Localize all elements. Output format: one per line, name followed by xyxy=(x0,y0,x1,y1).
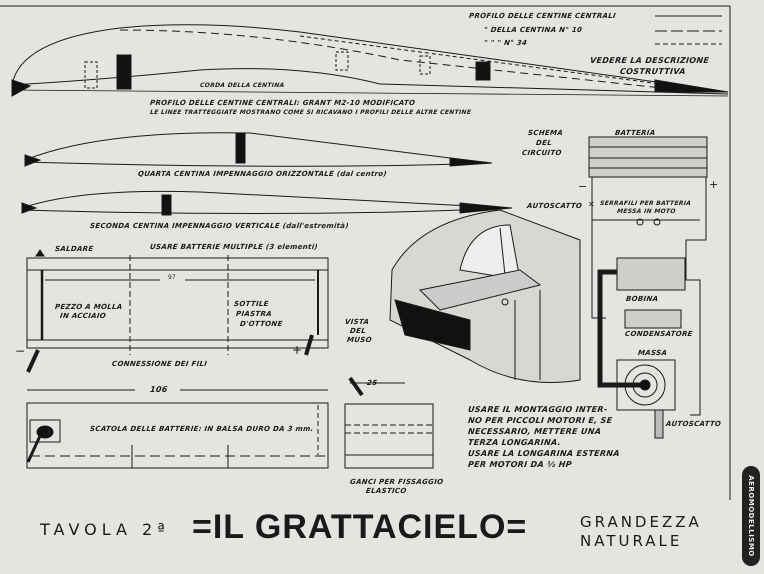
horizontal-tail-rib xyxy=(24,132,493,167)
profile-caption-1: PROFILO DELLE CENTINE CENTRALI: GRANT M2… xyxy=(149,99,416,107)
plate-label-1: SOTTILE xyxy=(233,300,270,308)
mount-note-line: USARE LA LONGARINA ESTERNA xyxy=(467,449,621,458)
plate-label-3: D'OTTONE xyxy=(239,320,284,328)
legend-rib-34: " " " N° 34 xyxy=(483,39,528,47)
mount-note-line: TERZA LONGARINA. xyxy=(467,438,562,447)
timer-label: AUTOSCATTO xyxy=(526,202,583,210)
scale-line-1: GRANDEZZA xyxy=(580,513,702,531)
nose-view-1: VISTA xyxy=(344,318,370,326)
profile-caption-2: LE LINEE TRATTEGGIATE MOSTRANO COME SI R… xyxy=(149,109,472,116)
coil-label: BOBINA xyxy=(625,295,659,303)
mount-note-line: NO PER PICCOLI MOTORI E, SE xyxy=(467,416,613,425)
condenser-label: CONDENSATORE xyxy=(624,330,694,338)
battery-box-drawing xyxy=(26,376,434,469)
battery-label: BATTERIA xyxy=(614,129,656,137)
terminals-label-1: SERRAFILI PER BATTERIA xyxy=(599,200,692,207)
timer-label-2: AUTOSCATTO xyxy=(665,420,722,428)
plate-number: TAVOLA 2ª xyxy=(40,520,170,539)
hooks-label-2: ELASTICO xyxy=(365,487,407,495)
spring-label-2: IN ACCIAIO xyxy=(59,312,107,320)
battery-minus: − xyxy=(578,180,588,193)
spring-label-1: PEZZO A MOLLA xyxy=(54,303,123,311)
dimension-25: 25 xyxy=(366,379,378,387)
vertical-tail-rib-label: SECONDA CENTINA IMPENNAGGIO VERTICALE (d… xyxy=(89,222,350,230)
wires-label: CONNESSIONE DEI FILI xyxy=(111,360,208,368)
battery-box-label: SCATOLA DELLE BATTERIE: IN BALSA DURO DA… xyxy=(89,425,315,433)
model-name: =IL GRATTACIELO= xyxy=(192,508,528,546)
switch-icon: ✕ xyxy=(588,200,595,209)
holder-minus: − xyxy=(15,344,26,358)
circuit-title-3: CIRCUITO xyxy=(521,149,563,157)
horizontal-tail-rib-label: QUARTA CENTINA IMPENNAGGIO ORIZZONTALE (… xyxy=(137,170,388,178)
magazine-tab: AEROMODELLISMO xyxy=(742,466,760,566)
nose-view-drawing xyxy=(389,209,581,383)
nose-view-2: DEL xyxy=(349,327,367,335)
circuit-diagram xyxy=(588,136,708,439)
circuit-title-2: DEL xyxy=(535,139,553,147)
mount-note-line: PER MOTORI DA ½ HP xyxy=(467,460,573,469)
holder-plus: + xyxy=(292,343,303,357)
hooks-label-1: GANCI PER FISSAGGIO xyxy=(349,478,444,486)
circuit-title-1: SCHEMA xyxy=(527,129,564,137)
see-note-2: COSTRUTTIVA xyxy=(619,67,687,76)
terminals-label-2: MESSA IN MOTO xyxy=(616,208,677,215)
main-rib-profile xyxy=(11,24,729,97)
battery-plus: + xyxy=(709,178,719,191)
see-note-1: VEDERE LA DESCRIZIONE xyxy=(589,56,710,65)
legend-rib-10: " DELLA CENTINA N° 10 xyxy=(483,26,583,34)
solder-label: SALDARE xyxy=(54,245,94,253)
ground-label: MASSA xyxy=(637,349,668,357)
scale-line-2: NATURALE xyxy=(580,532,683,550)
mount-note-line: USARE IL MONTAGGIO INTER- xyxy=(467,405,608,414)
vertical-tail-rib xyxy=(21,190,513,216)
magazine-tab-label: AEROMODELLISMO xyxy=(747,475,755,557)
plate-label-2: PIASTRA xyxy=(235,310,273,318)
mount-note-line: NECESSARIO, METTERE UNA xyxy=(467,427,602,436)
chord-label: CORDA DELLA CENTINA xyxy=(199,82,285,89)
legend-central-ribs: PROFILO DELLE CENTINE CENTRALI xyxy=(468,12,617,20)
nose-view-3: MUSO xyxy=(346,336,373,344)
dimension-97: 97 xyxy=(168,274,176,281)
battery-holder-drawing xyxy=(26,249,329,373)
dimension-106: 106 xyxy=(149,385,169,394)
multi-battery-label: USARE BATTERIE MULTIPLE (3 elementi) xyxy=(149,243,319,251)
